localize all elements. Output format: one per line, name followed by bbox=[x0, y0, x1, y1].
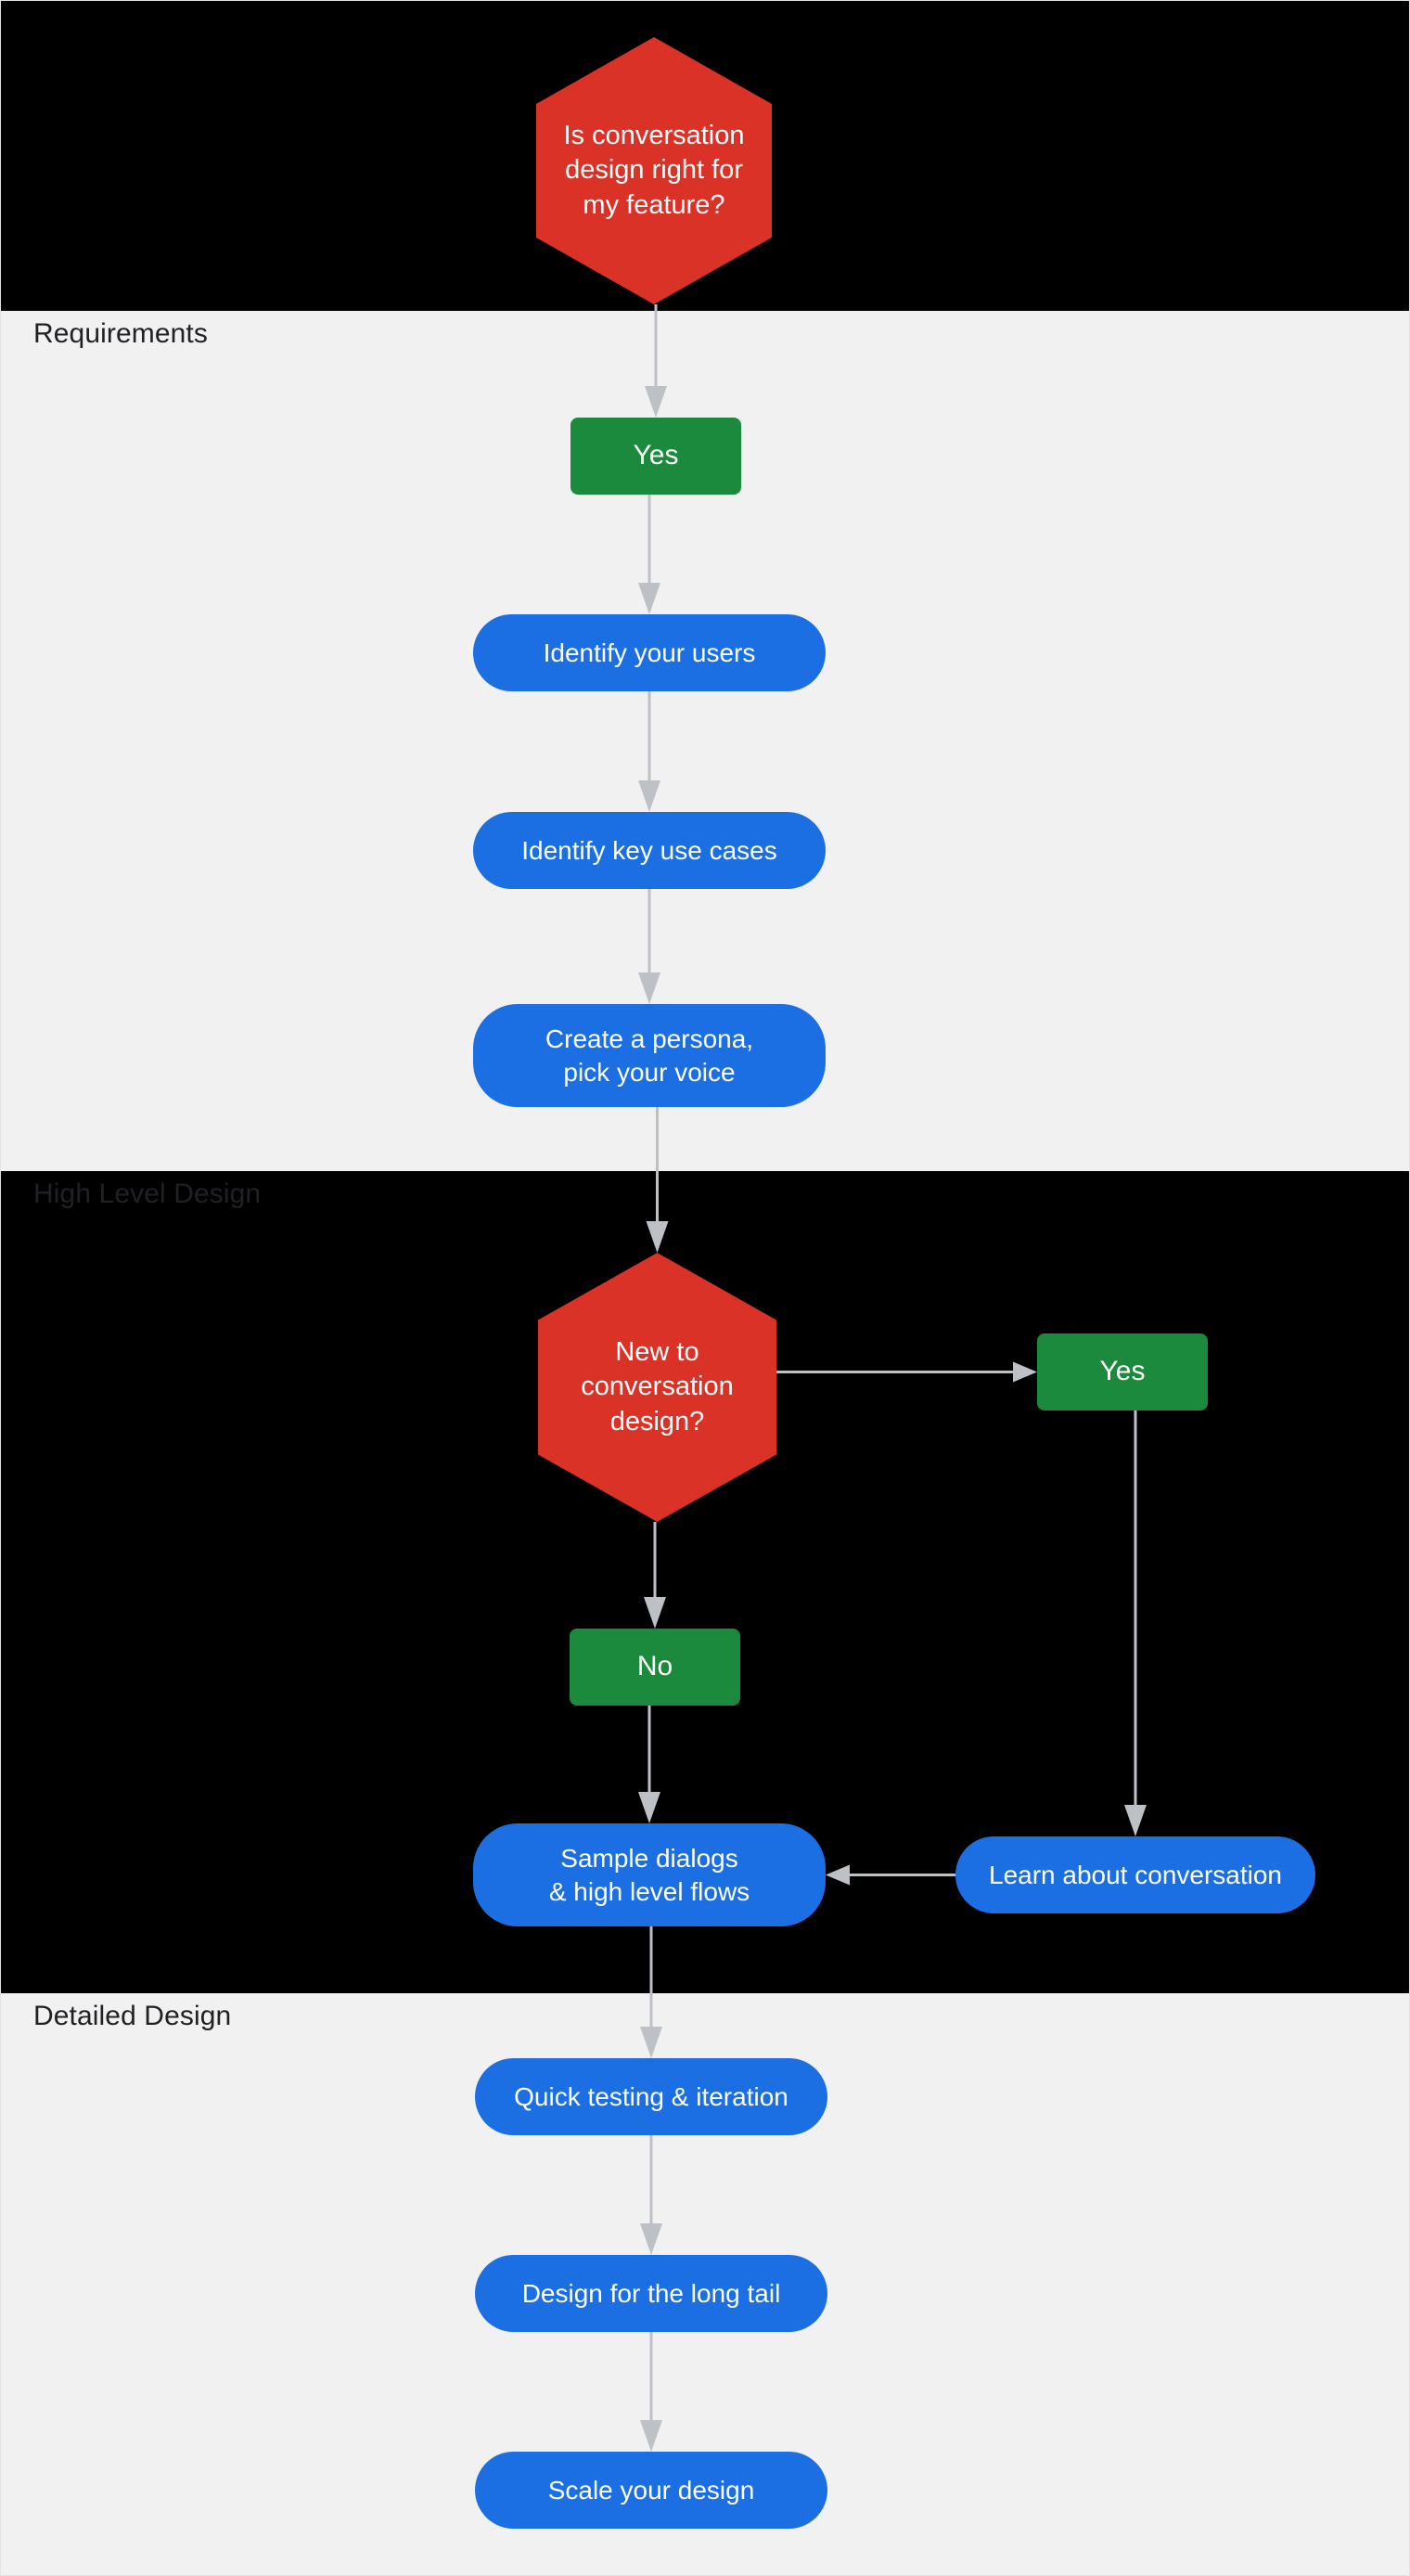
answer-node-yes-new-to-design[interactable]: Yes bbox=[1037, 1333, 1208, 1410]
process-node-identify-key-use-cases[interactable]: Identify key use cases bbox=[473, 812, 826, 889]
process-node-design-for-the-long-tail[interactable]: Design for the long tail bbox=[475, 2255, 827, 2332]
decision-node-new-to-conversation-design[interactable]: New to conversation design? bbox=[538, 1253, 776, 1522]
process-node-sample-dialogs[interactable]: Sample dialogs & high level flows bbox=[473, 1823, 826, 1926]
process-node-scale-your-design[interactable]: Scale your design bbox=[475, 2452, 827, 2529]
answer-node-no[interactable]: No bbox=[570, 1629, 740, 1706]
answer-node-yes-top[interactable]: Yes bbox=[570, 418, 741, 495]
phase-label-high-level-design: High Level Design bbox=[33, 1179, 262, 1209]
process-node-identify-your-users[interactable]: Identify your users bbox=[473, 614, 826, 691]
phase-label-requirements: Requirements bbox=[33, 318, 208, 349]
phase-label-detailed-design: Detailed Design bbox=[33, 2001, 232, 2031]
process-node-learn-about-conversation[interactable]: Learn about conversation bbox=[955, 1836, 1315, 1913]
process-node-create-a-persona[interactable]: Create a persona, pick your voice bbox=[473, 1004, 826, 1107]
process-node-quick-testing-iteration[interactable]: Quick testing & iteration bbox=[475, 2058, 827, 2135]
